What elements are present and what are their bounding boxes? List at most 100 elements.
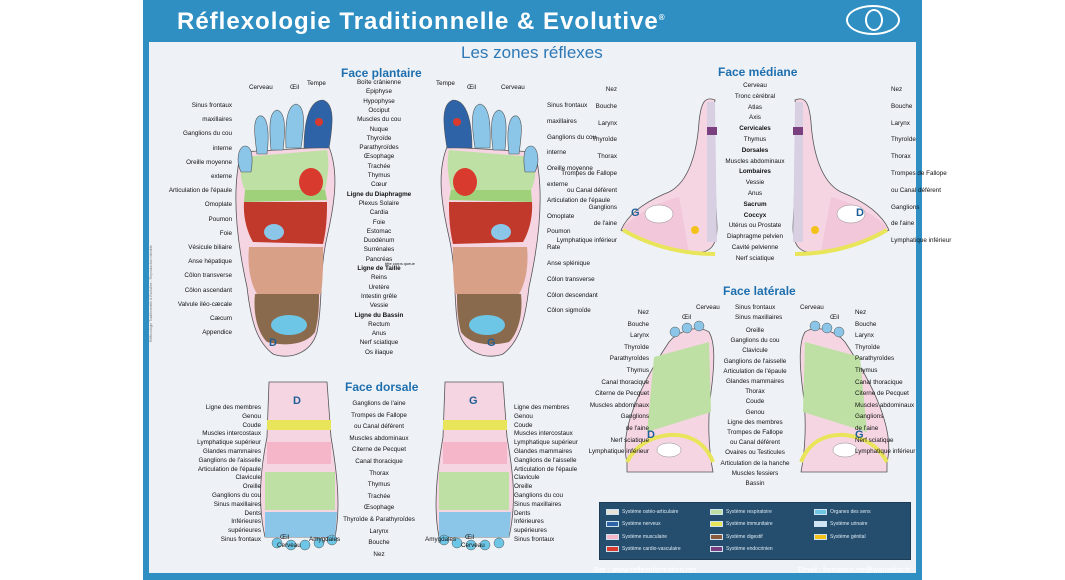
medial-foot-left [792, 98, 890, 256]
plantaire-right-label: Oreille moyenne [547, 165, 593, 173]
plantaire-center-label: Pancréas [365, 255, 393, 263]
mediane-right-label: Nez [891, 86, 903, 93]
plantaire-right-label: maxillaires [547, 117, 577, 125]
laterale-left-label: Lymphatique inférieur [588, 448, 649, 456]
dorsale-center-label: Thyroïde & Parathyroïdes [343, 516, 415, 523]
mediane-right-label: Larynx [891, 119, 910, 127]
laterale-left-label: Muscles abdominaux [589, 401, 649, 409]
plantaire-right-label: Côlon descendant [547, 291, 598, 299]
laterale-right-label: Canal thoracique [855, 378, 903, 386]
mediane-left-label: Thyroïde [592, 136, 617, 144]
dorsal-foot-left [435, 381, 514, 551]
plantaire-center-label: Occiput [368, 106, 390, 114]
laterale-center-label: Ovaires ou Testicules [725, 449, 785, 457]
mediane-left-label: Bouche [595, 102, 617, 110]
legend-item: Système immunitaire [710, 520, 773, 529]
legend-item: Système respiratoire [710, 507, 772, 516]
laterale-top-label: Sinus maxillaires [735, 314, 783, 321]
mediane-right-label: de l'aine [891, 220, 915, 228]
mediane-center-label: Atlas [748, 103, 762, 111]
footer-site: Site : www.reflexoformation.net [593, 565, 697, 574]
foot-illustrations [235, 98, 890, 551]
plantaire-center-label: Nerf sciatique [359, 339, 399, 347]
dorsale-bottom-label: Cerveau [277, 542, 301, 549]
plantar-foot-right [235, 99, 336, 357]
laterale-center-label: Articulation de l'épaule [723, 367, 787, 375]
legend-item: Système génital [814, 532, 866, 541]
plantaire-left-label: Anse hépatique [188, 258, 232, 266]
laterale-right-label: Citerne de Pecquet [855, 390, 909, 398]
mediane-right-label: Thyroïde [891, 136, 916, 144]
plantaire-left-label: externe [210, 173, 232, 180]
plantaire-right-label: Anse splénique [547, 260, 591, 267]
plantaire-right-label: Articulation de l'épaule [547, 196, 611, 204]
mediane-left-label: de l'aine [593, 220, 617, 228]
footer-email: Email : formation.rte@wanadoo.fr [798, 565, 910, 574]
legend-label: Système nerveux [622, 521, 661, 527]
laterale-center-label: Trompes de Fallope [727, 429, 783, 436]
dorsale-left-label: Inférieures [231, 518, 261, 526]
dorsale-right-label: Lymphatique supérieur [514, 439, 578, 447]
mediane-right-label: Lymphatique inférieur [891, 237, 952, 245]
dorsale-right-label: Ligne des membres [514, 404, 570, 411]
dorsal-foot-right [260, 381, 339, 551]
poster-title-text: Réflexologie Traditionnelle & Evolutive [177, 8, 659, 35]
medial-letter-left: D [856, 207, 864, 219]
plantaire-left-label: Appendice [202, 329, 232, 337]
plantaire-center-label: Ligne du Diaphragme [346, 190, 412, 198]
legend-swatch [606, 533, 619, 540]
dorsale-right-label: Ganglions du cou [514, 492, 564, 499]
plantaire-left-label: Poumon [208, 215, 232, 223]
plantaire-center-label: Surrénales [363, 246, 395, 254]
mediane-center-label: Lombaires [739, 168, 771, 176]
mediane-left-label: Ganglions [588, 203, 617, 211]
plantaire-left-label: Côlon transverse [184, 272, 232, 280]
legend-label: Système digestif [726, 533, 763, 540]
medial-letter-right: G [631, 207, 640, 219]
dorsale-left-label: Clavicule [235, 474, 261, 482]
section-title-dorsale: Face dorsale [345, 380, 419, 394]
legend-item: Système nerveux [606, 520, 661, 529]
plantaire-center-label: Uretère [368, 283, 390, 291]
laterale-top-label: Cerveau [696, 304, 720, 311]
medial-foot-right [620, 98, 718, 256]
dorsale-center-label: Muscles abdominaux [349, 434, 409, 442]
dorsale-right-label: supérieures [514, 527, 547, 535]
dorsale-left-label: Sinus maxillaires [213, 500, 261, 508]
dorsale-left-label: Ligne des membres [205, 404, 261, 411]
laterale-left-label: Canal thoracique [601, 378, 649, 386]
plantaire-right-label: Sinus frontaux [547, 102, 588, 109]
dorsale-left-label: Ganglions du cou [211, 492, 261, 499]
dorsale-center-label: Bouche [368, 539, 390, 547]
mediane-center-label: Coccyx [743, 211, 767, 219]
mediane-left-label: ou Canal déférent [566, 186, 617, 194]
mediane-left-label: Larynx [598, 119, 617, 127]
mediane-center-label: Cerveau [743, 82, 767, 89]
brand-logo-inner [865, 9, 883, 31]
lateral-letter-right: D [647, 429, 655, 441]
mediane-center-label: Vessie [745, 179, 765, 187]
legend-swatch [814, 533, 827, 540]
section-title-laterale: Face latérale [723, 284, 796, 298]
dorsale-center-label: Trompes de Fallope [351, 411, 407, 419]
plantaire-center-label: Nuque [369, 125, 389, 133]
pancreas-note: tête corps queue [385, 261, 415, 266]
lateral-letter-left: G [855, 429, 864, 441]
dorsale-center-label: Œsophage [363, 504, 395, 512]
plantaire-center-label: Hypophyse [363, 97, 395, 105]
dorsale-right-label: Oreille [514, 483, 533, 491]
plantaire-center-label: Os iliaque [364, 348, 393, 356]
legend-label: Système respiratoire [726, 508, 772, 515]
dorsale-left-label: Articulation de l'épaule [197, 465, 261, 473]
section-title-mediane: Face médiane [718, 65, 798, 79]
laterale-left-label: Parathyroïdes [609, 355, 649, 363]
plantaire-center-label: Vessie [369, 302, 389, 310]
laterale-right-label: Bouche [855, 320, 877, 328]
laterale-left-label: Bouche [627, 320, 649, 328]
laterale-right-label: Nez [855, 309, 867, 316]
legend-swatch [606, 546, 619, 552]
plantaire-right-label: Ganglions du cou [547, 133, 597, 141]
plantaire-center-label: Foie [372, 218, 386, 226]
mediane-right-label: Bouche [891, 102, 913, 110]
